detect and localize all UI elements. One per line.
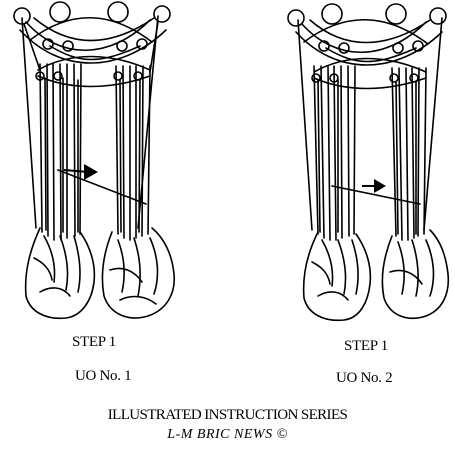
right-hand (382, 230, 448, 318)
step-label-right: STEP 1 (344, 338, 388, 355)
hands-string-figure-drawing-2 (228, 0, 455, 330)
right-hand (102, 228, 174, 318)
uo-label-left: UO No. 1 (75, 368, 131, 385)
hands-string-figure-drawing-1 (0, 0, 228, 330)
series-title: ILLUSTRATED INSTRUCTION SERIES (0, 407, 455, 424)
left-hand (304, 232, 371, 320)
uo-label-right: UO No. 2 (336, 370, 392, 387)
illustration-uo-2 (228, 0, 455, 330)
direction-arrow (362, 179, 386, 193)
illustration-uo-1 (0, 0, 228, 330)
series-credit: L-M BRIC NEWS © (0, 427, 455, 443)
left-hand (26, 228, 95, 318)
step-label-left: STEP 1 (72, 334, 116, 351)
